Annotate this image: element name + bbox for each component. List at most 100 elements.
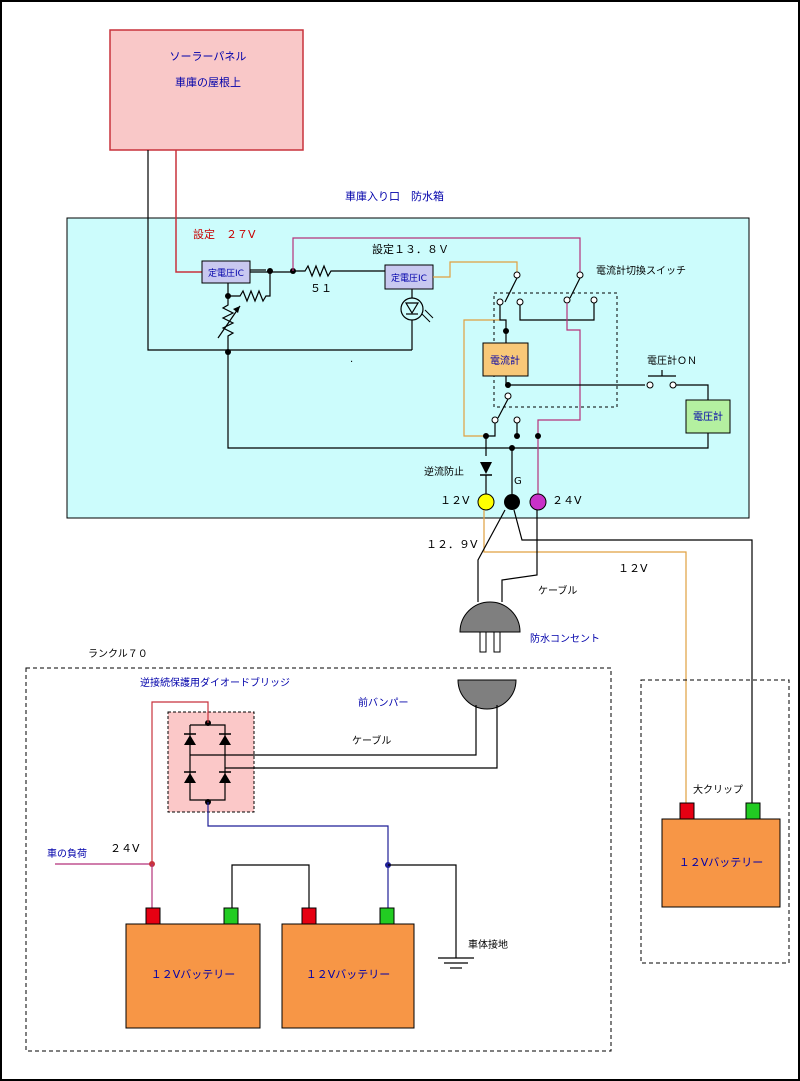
arrow-head — [233, 306, 240, 313]
battery-left-label: １２Vバッテリー — [151, 968, 236, 981]
switch-contact — [576, 271, 584, 279]
battery-terminal-pos — [679, 802, 695, 820]
bridge-neg-wire — [207, 802, 389, 865]
junction-dot — [483, 433, 489, 439]
clip-box — [640, 679, 790, 964]
switch-contact — [496, 298, 504, 306]
terminal-12v-label: １２V — [440, 494, 470, 507]
switch-contact — [516, 298, 524, 306]
battery-middle-label: １２Vバッテリー — [306, 968, 391, 981]
battery-right — [661, 818, 781, 908]
bridge-pos-wire — [151, 701, 209, 862]
front-bumper-label: 前バンパー — [358, 696, 409, 709]
switch-lever — [497, 398, 509, 419]
terminal-g-label: G — [514, 476, 522, 487]
voltmeter-ground — [227, 352, 709, 449]
switch-contact — [491, 416, 499, 424]
plug-prong — [479, 631, 487, 653]
bridge-diode — [219, 773, 231, 783]
ammeter-switch-label: 電流計切換スイッチ — [596, 264, 686, 277]
ground-to-clip — [513, 509, 753, 803]
switch-contact — [504, 392, 512, 400]
cable-top-label: ケーブル — [538, 584, 577, 597]
voltmeter-on-label: 電圧計ＯＮ — [647, 354, 697, 367]
switch-contact — [513, 416, 521, 424]
battery-left — [125, 923, 261, 1029]
led-ray — [424, 309, 434, 319]
switch-wire — [499, 305, 507, 330]
resistor-51 — [293, 264, 385, 278]
junction-dot — [535, 433, 541, 439]
resistor-51-label: ５１ — [310, 282, 332, 295]
switch-contact — [646, 381, 654, 389]
output-12v-wire — [485, 423, 496, 456]
plug-wire-left — [477, 509, 506, 602]
setting-138v-label: 設定１３．８Ｖ — [372, 242, 449, 256]
junction-dot — [267, 268, 273, 274]
protection-diode — [480, 462, 492, 474]
switch-lever — [504, 277, 518, 303]
voltmeter-label: 電圧計 — [693, 410, 723, 423]
bridge-diode — [219, 735, 231, 745]
switch-contact — [563, 296, 571, 304]
led-ray — [421, 313, 431, 323]
regulator-ic-1-label: 定電圧IC — [208, 267, 244, 279]
switch-wire-magenta — [537, 303, 581, 436]
output-129v-label: １２．９V — [426, 538, 478, 551]
bridge-diode — [184, 773, 196, 783]
jack-24v — [529, 493, 547, 511]
junction-dot — [514, 433, 520, 439]
voltmeter — [685, 399, 731, 434]
cable-bottom-label: ケーブル — [352, 734, 391, 747]
ammeter — [482, 342, 529, 377]
series-link — [231, 864, 310, 908]
chassis-ground-label: 車体接地 — [468, 938, 508, 951]
diode-bridge-label: 逆接続保護用ダイオードブリッジ — [140, 676, 290, 689]
battery-terminal-neg — [379, 907, 395, 925]
jack-g — [504, 494, 520, 510]
switch-contact — [590, 296, 598, 304]
plug-prong — [493, 631, 501, 653]
chassis-ground-wire — [388, 864, 457, 958]
land-cruiser-box — [25, 667, 612, 1052]
panel-negative-wire — [147, 150, 412, 351]
label-24v-bottom: ２４V — [110, 842, 140, 855]
ammeter-label: 電流計 — [490, 354, 520, 367]
regulator-ic-2 — [384, 264, 434, 290]
car-load-label: 車の負荷 — [47, 847, 87, 860]
junction-dot — [509, 445, 515, 451]
battery-terminal-pos — [145, 907, 161, 925]
magenta-feed-wire — [292, 237, 581, 272]
solar-panel-location: 車庫の屋根上 — [175, 75, 241, 89]
jack-12v — [477, 493, 495, 511]
orange-138v-wire — [433, 261, 518, 278]
setting-27v-label: 設定 ２７V — [193, 227, 256, 241]
bridge-diode — [184, 735, 196, 745]
socket-wire-right — [254, 705, 498, 769]
variable-resistor — [221, 296, 235, 350]
regulator-ic-2-label: 定電圧IC — [391, 272, 427, 284]
label-12v-right: １２V — [618, 562, 648, 575]
battery-right-label: １２Vバッテリー — [679, 856, 764, 869]
voltmeter-wire — [676, 384, 709, 400]
solar-panel-label: ソーラーパネル — [170, 50, 247, 63]
box-title: 車庫入り口 防水箱 — [345, 189, 444, 203]
waterproof-plug — [459, 601, 521, 633]
bumper-socket — [457, 679, 517, 710]
panel-positive-wire — [175, 150, 202, 273]
waterproof-box — [66, 217, 750, 519]
battery-terminal-neg — [223, 907, 239, 925]
battery-terminal-pos — [301, 907, 317, 925]
battery-middle — [281, 923, 415, 1029]
reverse-prevent-label: 逆流防止 — [424, 465, 464, 478]
battery-terminal-neg — [745, 802, 761, 820]
stray-dot: . — [350, 354, 353, 365]
orange-output-wire — [463, 319, 500, 437]
fixed-resistor — [228, 272, 271, 303]
big-clip-label: 大クリップ — [693, 783, 743, 796]
orange-12v-to-clip — [483, 510, 687, 803]
land-cruiser-label: ランクル７０ — [88, 648, 148, 660]
solar-panel — [109, 29, 304, 151]
